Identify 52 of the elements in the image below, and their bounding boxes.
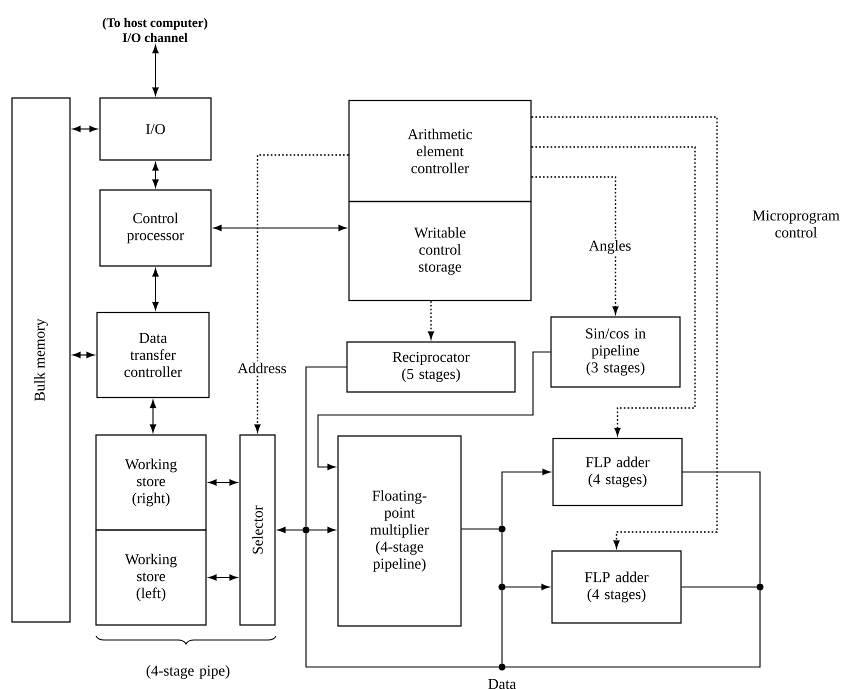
arrow <box>506 584 550 590</box>
arrow <box>310 526 336 534</box>
connector-line <box>682 471 761 584</box>
selector-box: Selector <box>239 434 276 626</box>
arrow <box>277 526 302 534</box>
connector-line <box>462 528 498 530</box>
block-box: Writable control storage <box>348 200 532 302</box>
block-box: I/O <box>99 97 212 161</box>
arrow <box>317 351 550 470</box>
block-box: FLP adder (4 stages) <box>552 438 683 506</box>
junction-dot <box>498 526 506 532</box>
dotted-arrow <box>532 176 619 314</box>
block-box: Working store (left) <box>95 529 207 626</box>
block-box: FLP adder (4 stages) <box>551 550 682 624</box>
block-box: Floating-point multiplier (4-stage pipeline) <box>337 435 462 627</box>
edge-label: Address <box>238 362 286 374</box>
block-box: Arithmetic element controller <box>348 100 532 202</box>
block-box: Data transfer controller <box>96 312 210 398</box>
junction-dot <box>756 584 764 590</box>
memory-box: Bulk memory <box>11 97 71 623</box>
annotation-text: (4-stage pipe) <box>146 665 230 679</box>
dotted-arrow <box>254 154 348 432</box>
arrow <box>208 574 238 581</box>
dotted-arrow <box>532 146 696 436</box>
block-box: Working store (right) <box>95 434 207 531</box>
junction-dot <box>302 526 310 534</box>
arrow <box>150 400 156 433</box>
junction-dot <box>498 584 506 590</box>
annotation-text: Microprogram control <box>752 210 840 238</box>
junction-dot <box>498 664 506 670</box>
arrow <box>208 479 238 486</box>
block-box: Reciprocator (5 stages) <box>346 341 516 393</box>
arrow <box>213 224 347 232</box>
connector-line <box>501 590 503 664</box>
dotted-arrow <box>428 301 434 340</box>
dotted-arrow <box>532 116 718 548</box>
arrow <box>72 352 95 358</box>
channel-label: (To host computer) I/O channel <box>102 18 208 42</box>
block-box: Sin/cos in pipeline (3 stages) <box>550 316 681 388</box>
bus-label: Data <box>488 679 516 689</box>
connector-line <box>501 532 503 584</box>
arrow <box>152 162 159 188</box>
arrow <box>152 268 159 310</box>
arrow <box>72 126 98 132</box>
connector-line <box>506 590 761 668</box>
block-box: Control processor <box>99 189 212 267</box>
arrow <box>152 45 159 96</box>
connector-line <box>305 534 498 668</box>
connector-line <box>682 586 756 588</box>
arrow <box>501 468 551 526</box>
edge-label: Angles <box>588 240 631 254</box>
connector-line <box>305 366 346 526</box>
